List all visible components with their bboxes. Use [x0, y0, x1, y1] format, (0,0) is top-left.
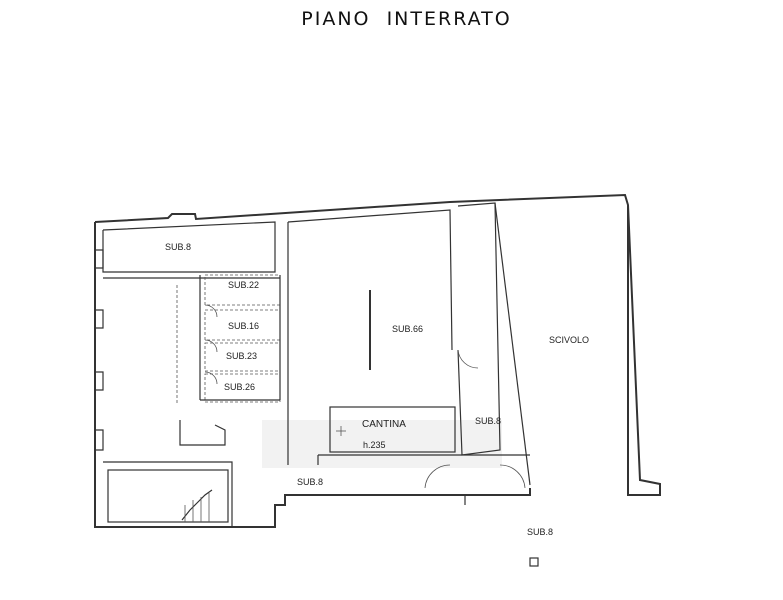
sub8-right — [457, 202, 501, 456]
partition — [179, 420, 226, 446]
cantina-room — [329, 406, 456, 453]
label-cantina: CANTINA — [362, 419, 406, 430]
label-cantina-height: h.235 — [363, 440, 386, 450]
stairs — [181, 489, 213, 521]
sub66-room — [287, 209, 453, 351]
label-sub16: SUB.16 — [228, 321, 260, 331]
door-swing — [204, 339, 218, 353]
outer-wall-left — [94, 222, 531, 528]
label-sub8-top: SUB.8 — [165, 242, 192, 252]
sub26-cell — [204, 373, 281, 403]
lower-wall — [103, 461, 233, 527]
left-wall-detail — [95, 371, 104, 391]
label-sub8-right: SUB.8 — [475, 416, 502, 426]
left-wall-detail — [95, 309, 104, 329]
scivolo-wall — [494, 202, 531, 486]
door-swing — [457, 349, 479, 369]
stair-room — [107, 469, 229, 523]
door-swing — [499, 464, 526, 489]
plan-title: PIANO INTERRATO — [301, 8, 512, 30]
label-sub8-outside: SUB.8 — [527, 527, 554, 537]
label-sub22: SUB.22 — [228, 280, 260, 290]
label-sub8-corridor: SUB.8 — [297, 477, 324, 487]
left-wall-detail — [95, 249, 104, 269]
label-sub66: SUB.66 — [392, 324, 424, 334]
door-swing — [204, 371, 218, 385]
sub8-top-room — [102, 221, 276, 273]
left-wall-detail — [95, 429, 104, 451]
label-sub23: SUB.23 — [226, 351, 258, 361]
outer-wall — [94, 193, 661, 496]
door-swing — [204, 304, 218, 318]
outside-marker — [529, 557, 539, 567]
label-sub26: SUB.26 — [224, 382, 256, 392]
sub23-cell — [204, 342, 281, 372]
door-swing — [424, 464, 451, 489]
label-scivolo: SCIVOLO — [549, 335, 590, 345]
